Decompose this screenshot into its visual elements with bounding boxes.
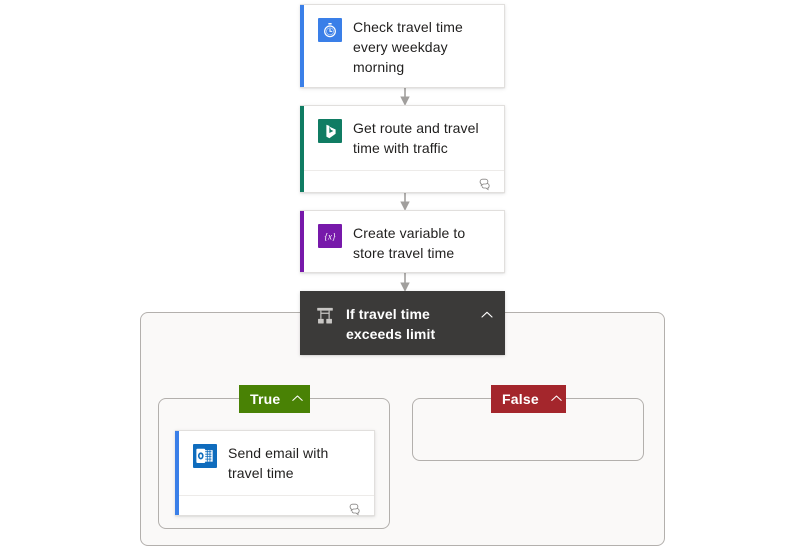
flow-node-trigger-recurrence[interactable]: Check travel time every weekday morning bbox=[300, 4, 505, 88]
condition-title: If travel time exceeds limit bbox=[346, 306, 436, 342]
chevron-up-icon[interactable] bbox=[479, 307, 495, 323]
svg-text:{x}: {x} bbox=[324, 231, 336, 241]
comments-icon[interactable] bbox=[348, 501, 364, 517]
flow-node-bing-maps-route[interactable]: Get route and travel time with traffic bbox=[300, 105, 505, 193]
node-header: {x} Create variable to store travel time bbox=[300, 211, 504, 275]
node-accent-bar bbox=[300, 106, 304, 192]
branch-label-false-text: False bbox=[502, 391, 539, 407]
node-accent-bar bbox=[300, 5, 304, 87]
node-title: Check travel time every weekday morning bbox=[353, 19, 463, 75]
branch-label-true[interactable]: True bbox=[239, 385, 310, 413]
node-footer bbox=[175, 495, 374, 522]
bing-maps-icon bbox=[318, 119, 342, 143]
outlook-mail-icon bbox=[193, 444, 217, 468]
node-accent-bar bbox=[175, 431, 179, 515]
node-footer bbox=[300, 170, 504, 197]
branch-container-false bbox=[412, 398, 644, 461]
condition-branch-icon bbox=[314, 305, 336, 327]
chevron-up-icon[interactable] bbox=[290, 391, 306, 407]
clock-timer-icon bbox=[318, 18, 342, 42]
node-title: Send email with travel time bbox=[228, 445, 329, 481]
node-header: Get route and travel time with traffic bbox=[300, 106, 504, 170]
comments-icon[interactable] bbox=[478, 176, 494, 192]
variable-braces-icon: {x} bbox=[318, 224, 342, 248]
node-header: Check travel time every weekday morning bbox=[300, 5, 504, 89]
flow-node-send-email[interactable]: Send email with travel time bbox=[175, 430, 375, 516]
node-title: Get route and travel time with traffic bbox=[353, 120, 479, 156]
flow-node-initialize-variable[interactable]: {x} Create variable to store travel time bbox=[300, 210, 505, 273]
branch-label-true-text: True bbox=[250, 391, 281, 407]
branch-label-false[interactable]: False bbox=[491, 385, 566, 413]
flow-node-condition-travel-time[interactable]: If travel time exceeds limit bbox=[300, 291, 505, 355]
node-title: Create variable to store travel time bbox=[353, 225, 466, 261]
node-header: Send email with travel time bbox=[175, 431, 374, 495]
chevron-up-icon[interactable] bbox=[549, 391, 565, 407]
node-accent-bar bbox=[300, 211, 304, 272]
